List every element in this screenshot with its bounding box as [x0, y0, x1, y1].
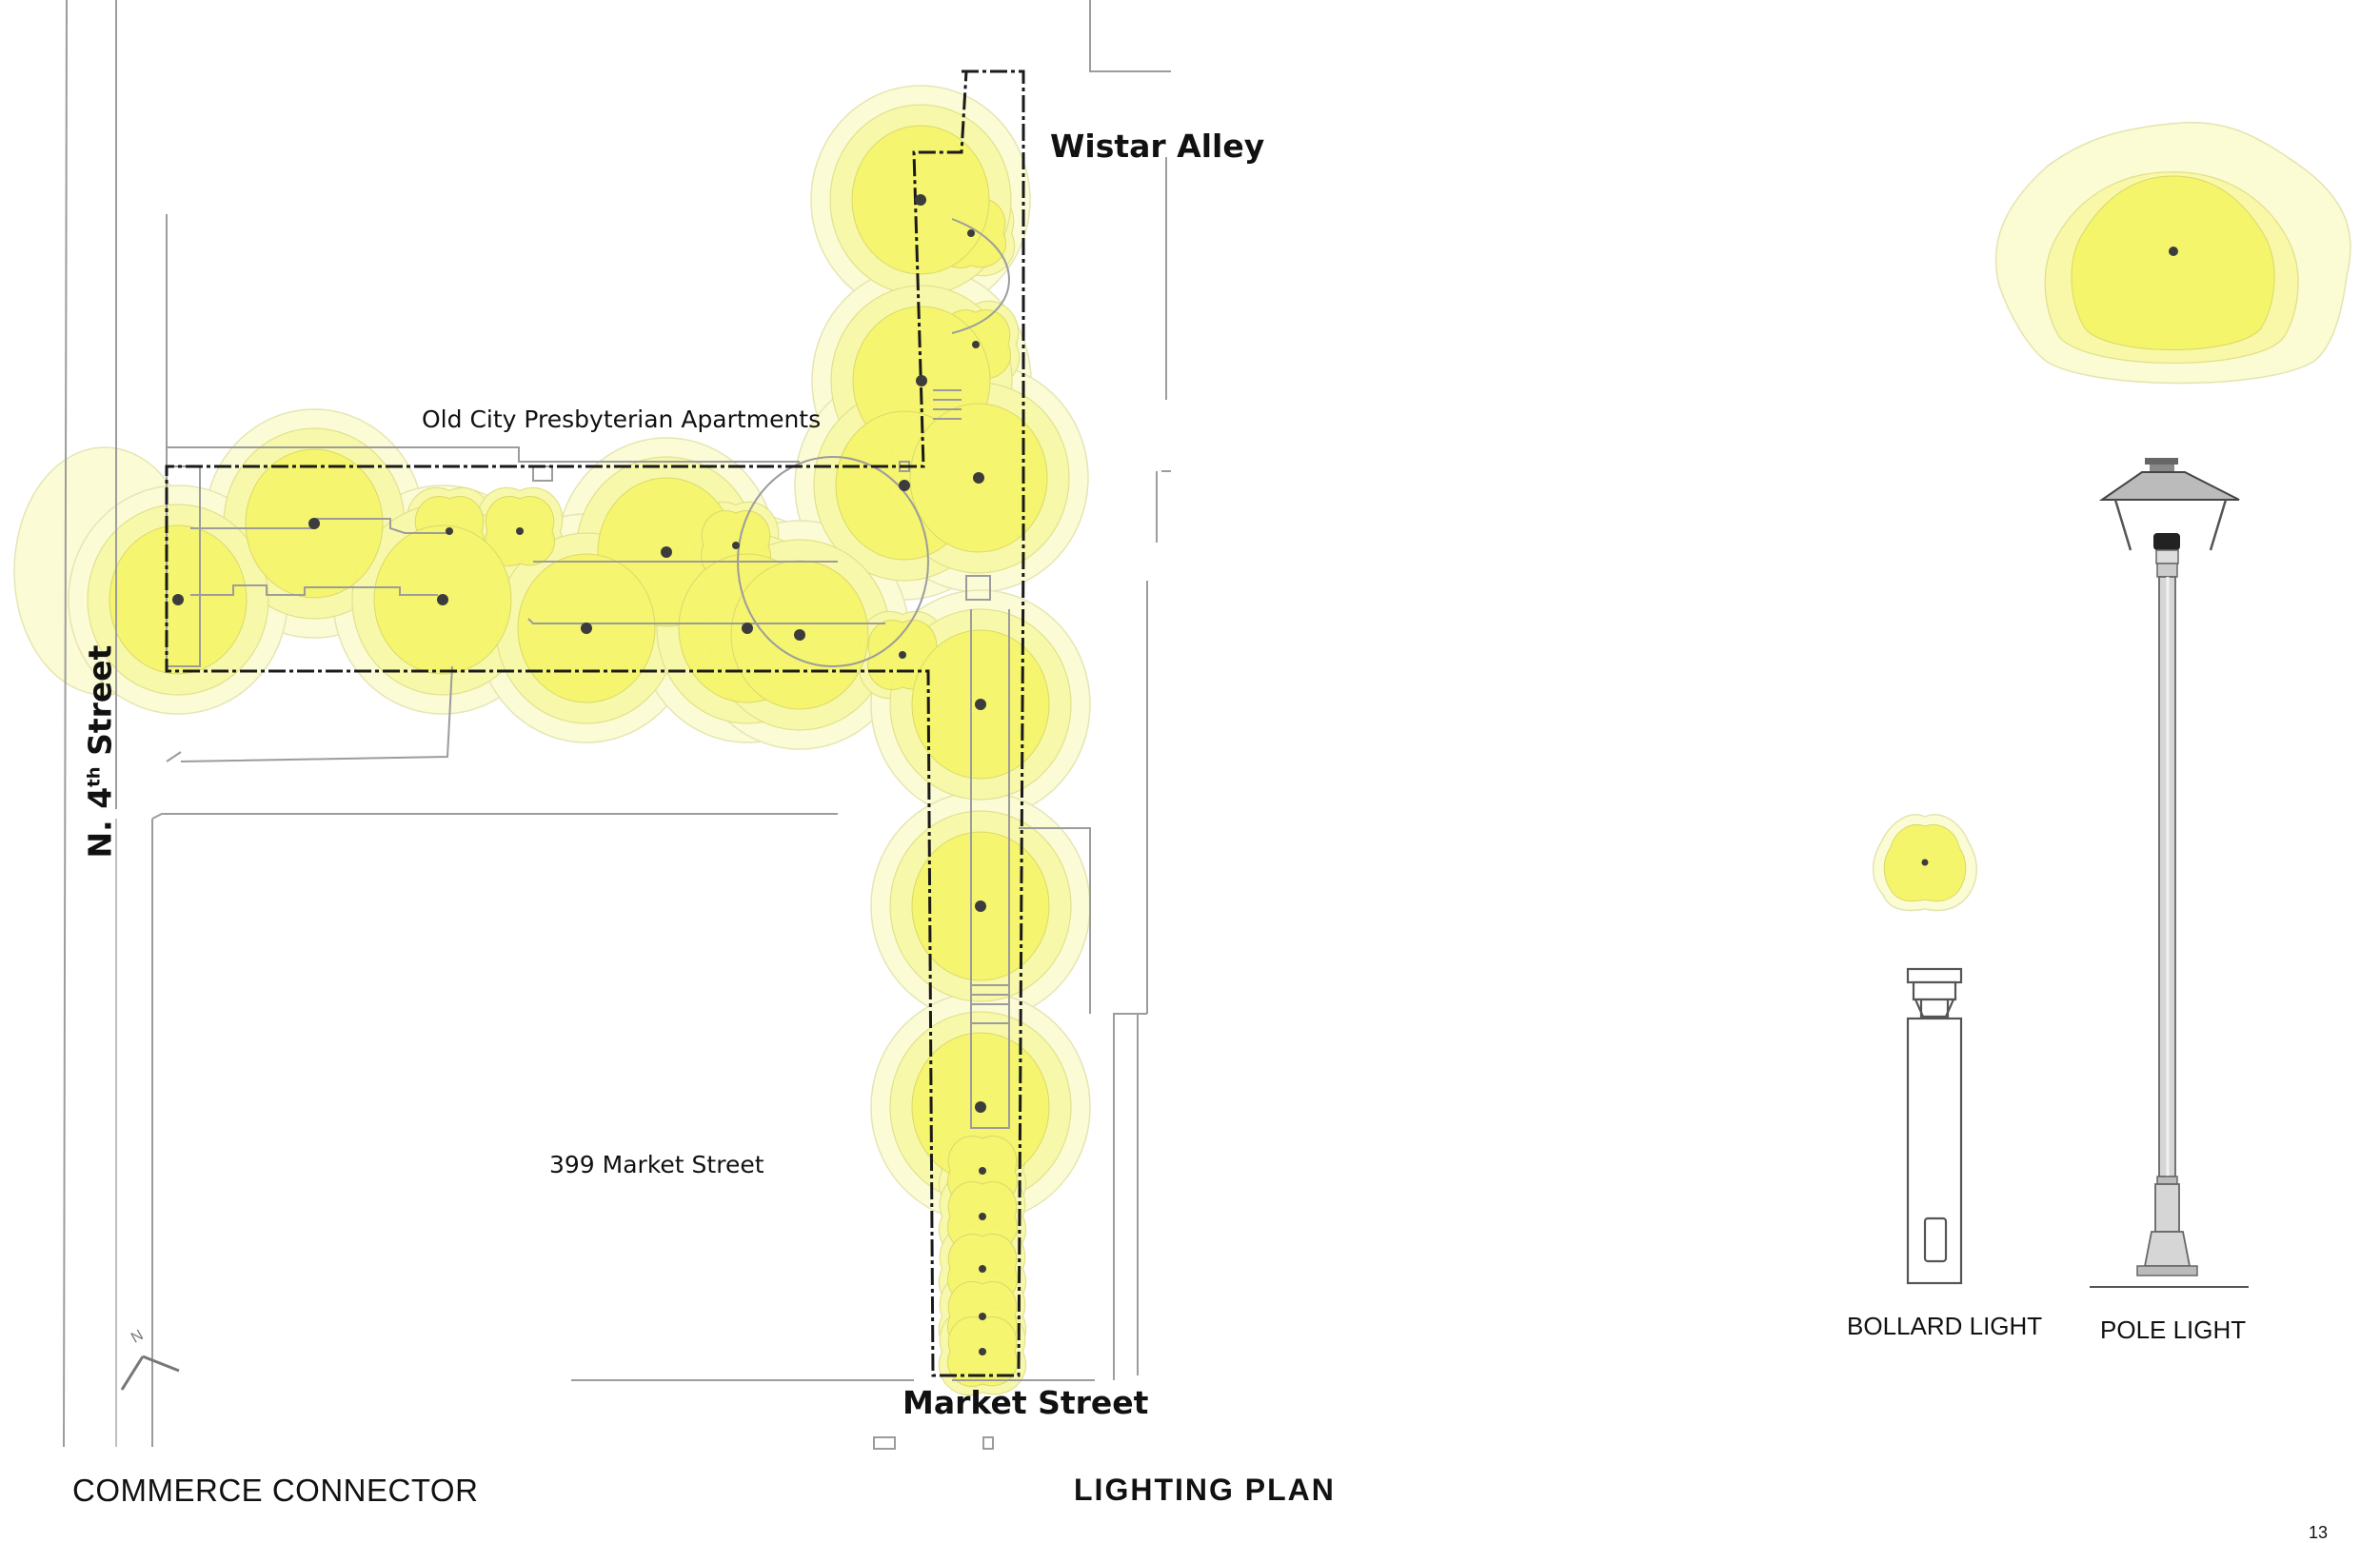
project-boundary: [165, 69, 1025, 1377]
pole-light-fixture: [308, 518, 320, 529]
street-label-wistar-alley: Wistar Alley: [1050, 128, 1265, 165]
pole-light-fixture: [794, 629, 805, 641]
street-label-n4th-street: N. 4th Street: [81, 644, 119, 859]
bollard-light-fixture: [446, 527, 453, 535]
pole-light-fixture: [916, 375, 927, 386]
bollard-light-fixture: [732, 542, 740, 549]
pole-light-fixture: [975, 1101, 986, 1113]
pole-light-drawing: [2090, 458, 2249, 1288]
pole-light-fixture: [742, 623, 753, 634]
bollard-light-fixture: [516, 527, 524, 535]
sheet-title: LIGHTING PLAN: [1074, 1473, 1336, 1507]
north-arrow-icon: [120, 1355, 180, 1391]
page-number: 13: [2309, 1523, 2329, 1542]
pole-light-fixture: [915, 194, 926, 206]
legend-pole-label: POLE LIGHT: [2100, 1316, 2247, 1344]
building-label-399-market: 399 Market Street: [549, 1151, 764, 1178]
legend-bollard-glow: [1872, 814, 1977, 912]
light-fixtures: [172, 194, 986, 1355]
pole-light-fixture: [975, 900, 986, 912]
street-label-market-street: Market Street: [902, 1384, 1149, 1421]
bollard-light-fixture: [979, 1265, 986, 1273]
pole-light-fixture: [437, 594, 448, 605]
pole-light-fixture: [581, 623, 592, 634]
building-label-old-city: Old City Presbyterian Apartments: [422, 406, 822, 433]
pole-light-fixture: [975, 699, 986, 710]
bollard-light-fixture: [899, 651, 906, 659]
pole-light-fixture: [172, 594, 184, 605]
pole-light-fixture: [973, 472, 984, 484]
bollard-light-drawing: [1906, 967, 1963, 1285]
bollard-light-fixture: [972, 341, 980, 348]
bollard-light-fixture: [967, 229, 975, 237]
bollard-light-fixture: [979, 1167, 986, 1175]
legend-bollard-label: BOLLARD LIGHT: [1847, 1312, 2043, 1340]
bollard-light-fixture: [979, 1348, 986, 1355]
pole-light-fixture: [899, 480, 910, 491]
pole-light-fixture: [661, 546, 672, 558]
project-title: COMMERCE CONNECTOR: [72, 1473, 479, 1508]
bollard-light-fixture: [979, 1313, 986, 1320]
bollard-light-fixture: [979, 1213, 986, 1220]
north-arrow-label: N: [129, 1327, 147, 1347]
legend-pole-glow: [1994, 122, 2351, 385]
